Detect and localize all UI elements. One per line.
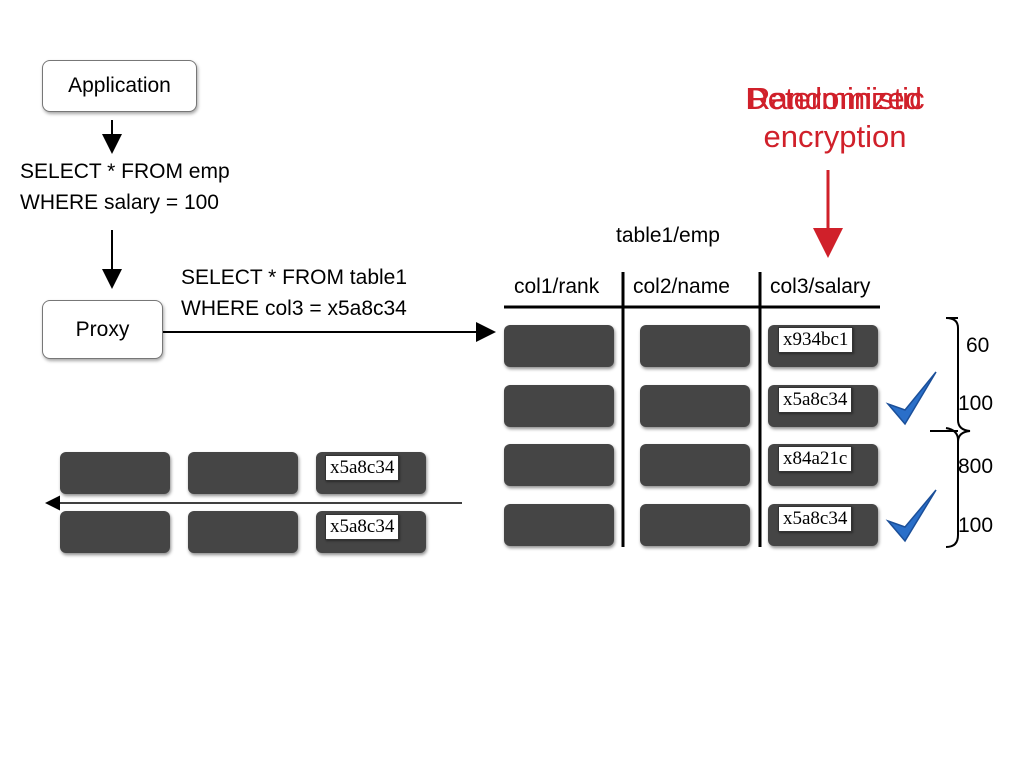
annotation-encryption: encryption — [763, 119, 907, 154]
annotation-deterministic: Deterministic — [745, 81, 925, 116]
ciphertext-value: x5a8c34 — [778, 387, 853, 413]
plaintext-value: 60 — [966, 334, 990, 357]
application-label: Application — [68, 74, 171, 97]
result-ciphertext: x5a8c34 — [325, 455, 400, 481]
table-title: table1/emp — [616, 224, 720, 247]
encrypted-query: SELECT * FROM table1 WHERE col3 = x5a8c3… — [181, 262, 407, 324]
table-cell-col2 — [640, 444, 750, 486]
plaintext-query-line: WHERE salary = 100 — [20, 191, 219, 214]
table-cell-col2 — [640, 325, 750, 367]
result-ciphertext: x5a8c34 — [325, 514, 400, 540]
ciphertext-value: x934bc1 — [778, 327, 854, 353]
proxy-node: Proxy — [42, 300, 163, 359]
brace-upper — [945, 317, 971, 443]
ciphertext-value: x5a8c34 — [778, 506, 853, 532]
encrypted-query-line: WHERE col3 = x5a8c34 — [181, 297, 407, 320]
proxy-label: Proxy — [75, 317, 130, 341]
table-cell-col2 — [640, 504, 750, 546]
encryption-annotation: Randomized Deterministic encryption — [700, 80, 970, 156]
table-cell-col1 — [504, 385, 614, 427]
result-cell-col1 — [60, 452, 170, 494]
column-header: col2/name — [633, 275, 730, 298]
result-cell-col1 — [60, 511, 170, 553]
result-cell-col2 — [188, 511, 298, 553]
result-cell-col2 — [188, 452, 298, 494]
checkmark-icon — [885, 371, 937, 426]
table-cell-col1 — [504, 504, 614, 546]
table-cell-col1 — [504, 444, 614, 486]
annotation-randomized: Randomized — [747, 81, 923, 116]
application-node: Application — [42, 60, 197, 112]
column-header: col3/salary — [770, 275, 871, 298]
plaintext-value: 800 — [958, 455, 994, 478]
plaintext-value: 100 — [958, 392, 994, 415]
table-cell-col2 — [640, 385, 750, 427]
brace-lower — [945, 427, 959, 548]
ciphertext-value: x84a21c — [778, 446, 853, 472]
table-cell-col1 — [504, 325, 614, 367]
checkmark-icon — [885, 489, 937, 543]
encrypted-query-line: SELECT * FROM table1 — [181, 266, 408, 289]
plaintext-value: 100 — [958, 514, 994, 537]
column-header: col1/rank — [514, 275, 600, 298]
plaintext-query-line: SELECT * FROM emp — [20, 160, 230, 183]
plaintext-query: SELECT * FROM emp WHERE salary = 100 — [20, 156, 230, 218]
